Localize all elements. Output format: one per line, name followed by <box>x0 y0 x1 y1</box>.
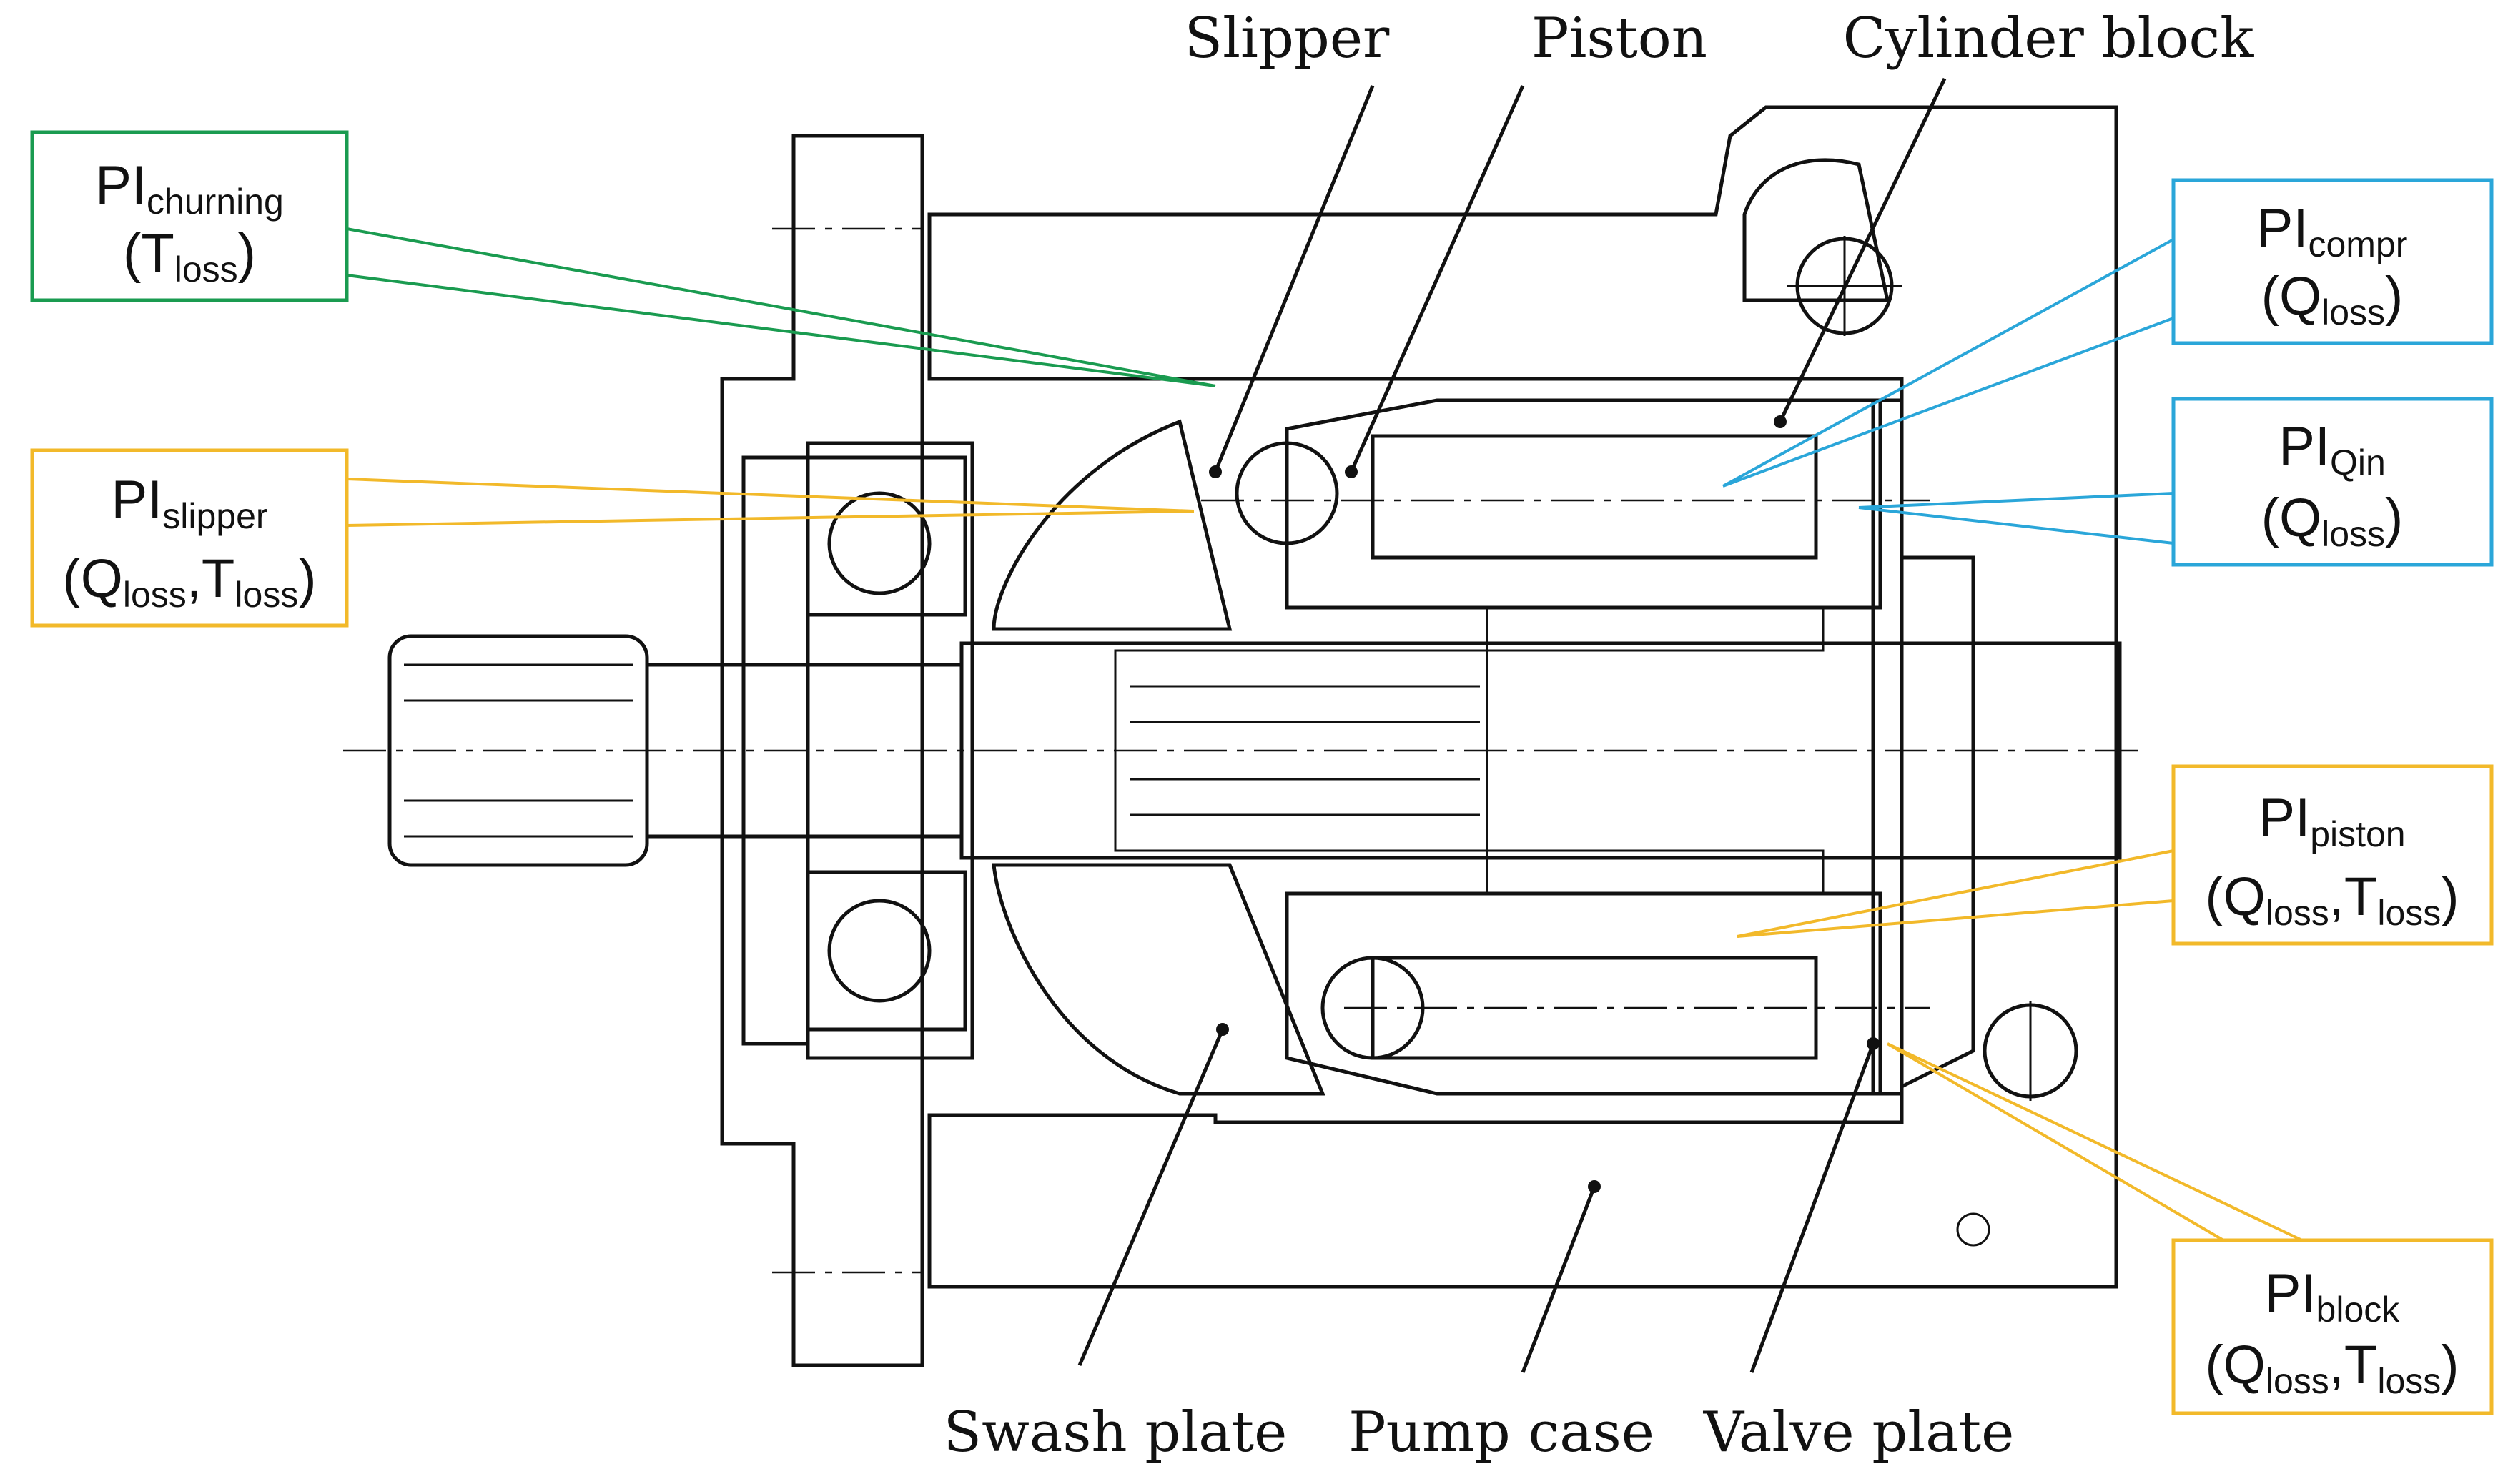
qin-main: PI <box>2279 416 2330 477</box>
block-t-loss: loss <box>2377 1361 2441 1401</box>
block-q-loss: loss <box>2266 1361 2329 1401</box>
loss-box-churning: PIchurning (Tloss) <box>30 130 1216 387</box>
bearing <box>806 455 967 1032</box>
svg-text:PIQin: PIQin <box>2279 416 2386 483</box>
compr-loss: loss <box>2321 292 2385 332</box>
svg-text:PIcompr: PIcompr <box>2257 198 2408 264</box>
svg-text:PIslipper: PIslipper <box>111 470 267 536</box>
piston-t: T <box>2344 866 2377 927</box>
qin-sub: Qin <box>2330 442 2386 483</box>
loss-box-compr: PIcompr (Qloss) <box>1722 178 2494 488</box>
piston-t-loss: loss <box>2377 893 2441 933</box>
label-piston: Piston <box>1531 6 1707 71</box>
front-flange <box>720 134 974 1367</box>
churning-close: ) <box>238 223 256 284</box>
churning-open: ( <box>123 223 141 284</box>
component-leaders <box>1077 77 1947 1373</box>
svg-text:PIpiston: PIpiston <box>2258 788 2405 854</box>
slipper-t-loss: loss <box>234 575 298 615</box>
slipper-q: Q <box>81 548 123 609</box>
compr-sub: compr <box>2308 224 2407 264</box>
svg-text:PIblock: PIblock <box>2265 1263 2401 1330</box>
label-pump-case: Pump case <box>1348 1400 1654 1465</box>
loss-box-slipper: PIslipper (Qloss,Tloss) <box>30 448 1195 628</box>
svg-text:PIchurning: PIchurning <box>95 155 284 222</box>
compr-q: Q <box>2279 266 2321 327</box>
label-swash-plate: Swash plate <box>944 1400 1288 1465</box>
pump-case-body <box>927 105 2118 1289</box>
loss-box-block: PIblock (Qloss,Tloss) <box>1886 1042 2494 1415</box>
slipper-sub: slipper <box>162 496 267 536</box>
piston-q: Q <box>2223 866 2266 927</box>
block-main: PI <box>2265 1263 2316 1324</box>
swash-plate-body <box>992 419 1325 1096</box>
piston-sub: piston <box>2310 814 2405 854</box>
qin-loss: loss <box>2321 514 2385 554</box>
block-sub: block <box>2316 1290 2401 1330</box>
compr-main: PI <box>2257 198 2309 259</box>
qin-q: Q <box>2279 488 2321 548</box>
label-valve-plate: Valve plate <box>1703 1400 2015 1465</box>
loss-box-qin: PIQin (Qloss) <box>1858 397 2494 567</box>
label-slipper: Slipper <box>1185 6 1390 71</box>
label-cylinder-block: Cylinder block <box>1843 6 2255 71</box>
churning-sub: churning <box>147 182 284 222</box>
churning-loss: loss <box>174 249 238 290</box>
churning-t: T <box>141 223 174 284</box>
block-t: T <box>2344 1335 2377 1395</box>
cylinder-block-body <box>1235 398 1904 1096</box>
churning-main: PI <box>95 155 147 216</box>
piston-main: PI <box>2258 788 2310 849</box>
block-q: Q <box>2223 1335 2266 1395</box>
slipper-t: T <box>202 548 234 609</box>
piston-q-loss: loss <box>2266 893 2329 933</box>
slipper-q-loss: loss <box>123 575 187 615</box>
svg-text:(Tloss): (Tloss) <box>123 223 256 290</box>
loss-box-piston: PIpiston (Qloss,Tloss) <box>1737 764 2494 946</box>
slipper-main: PI <box>111 470 162 530</box>
